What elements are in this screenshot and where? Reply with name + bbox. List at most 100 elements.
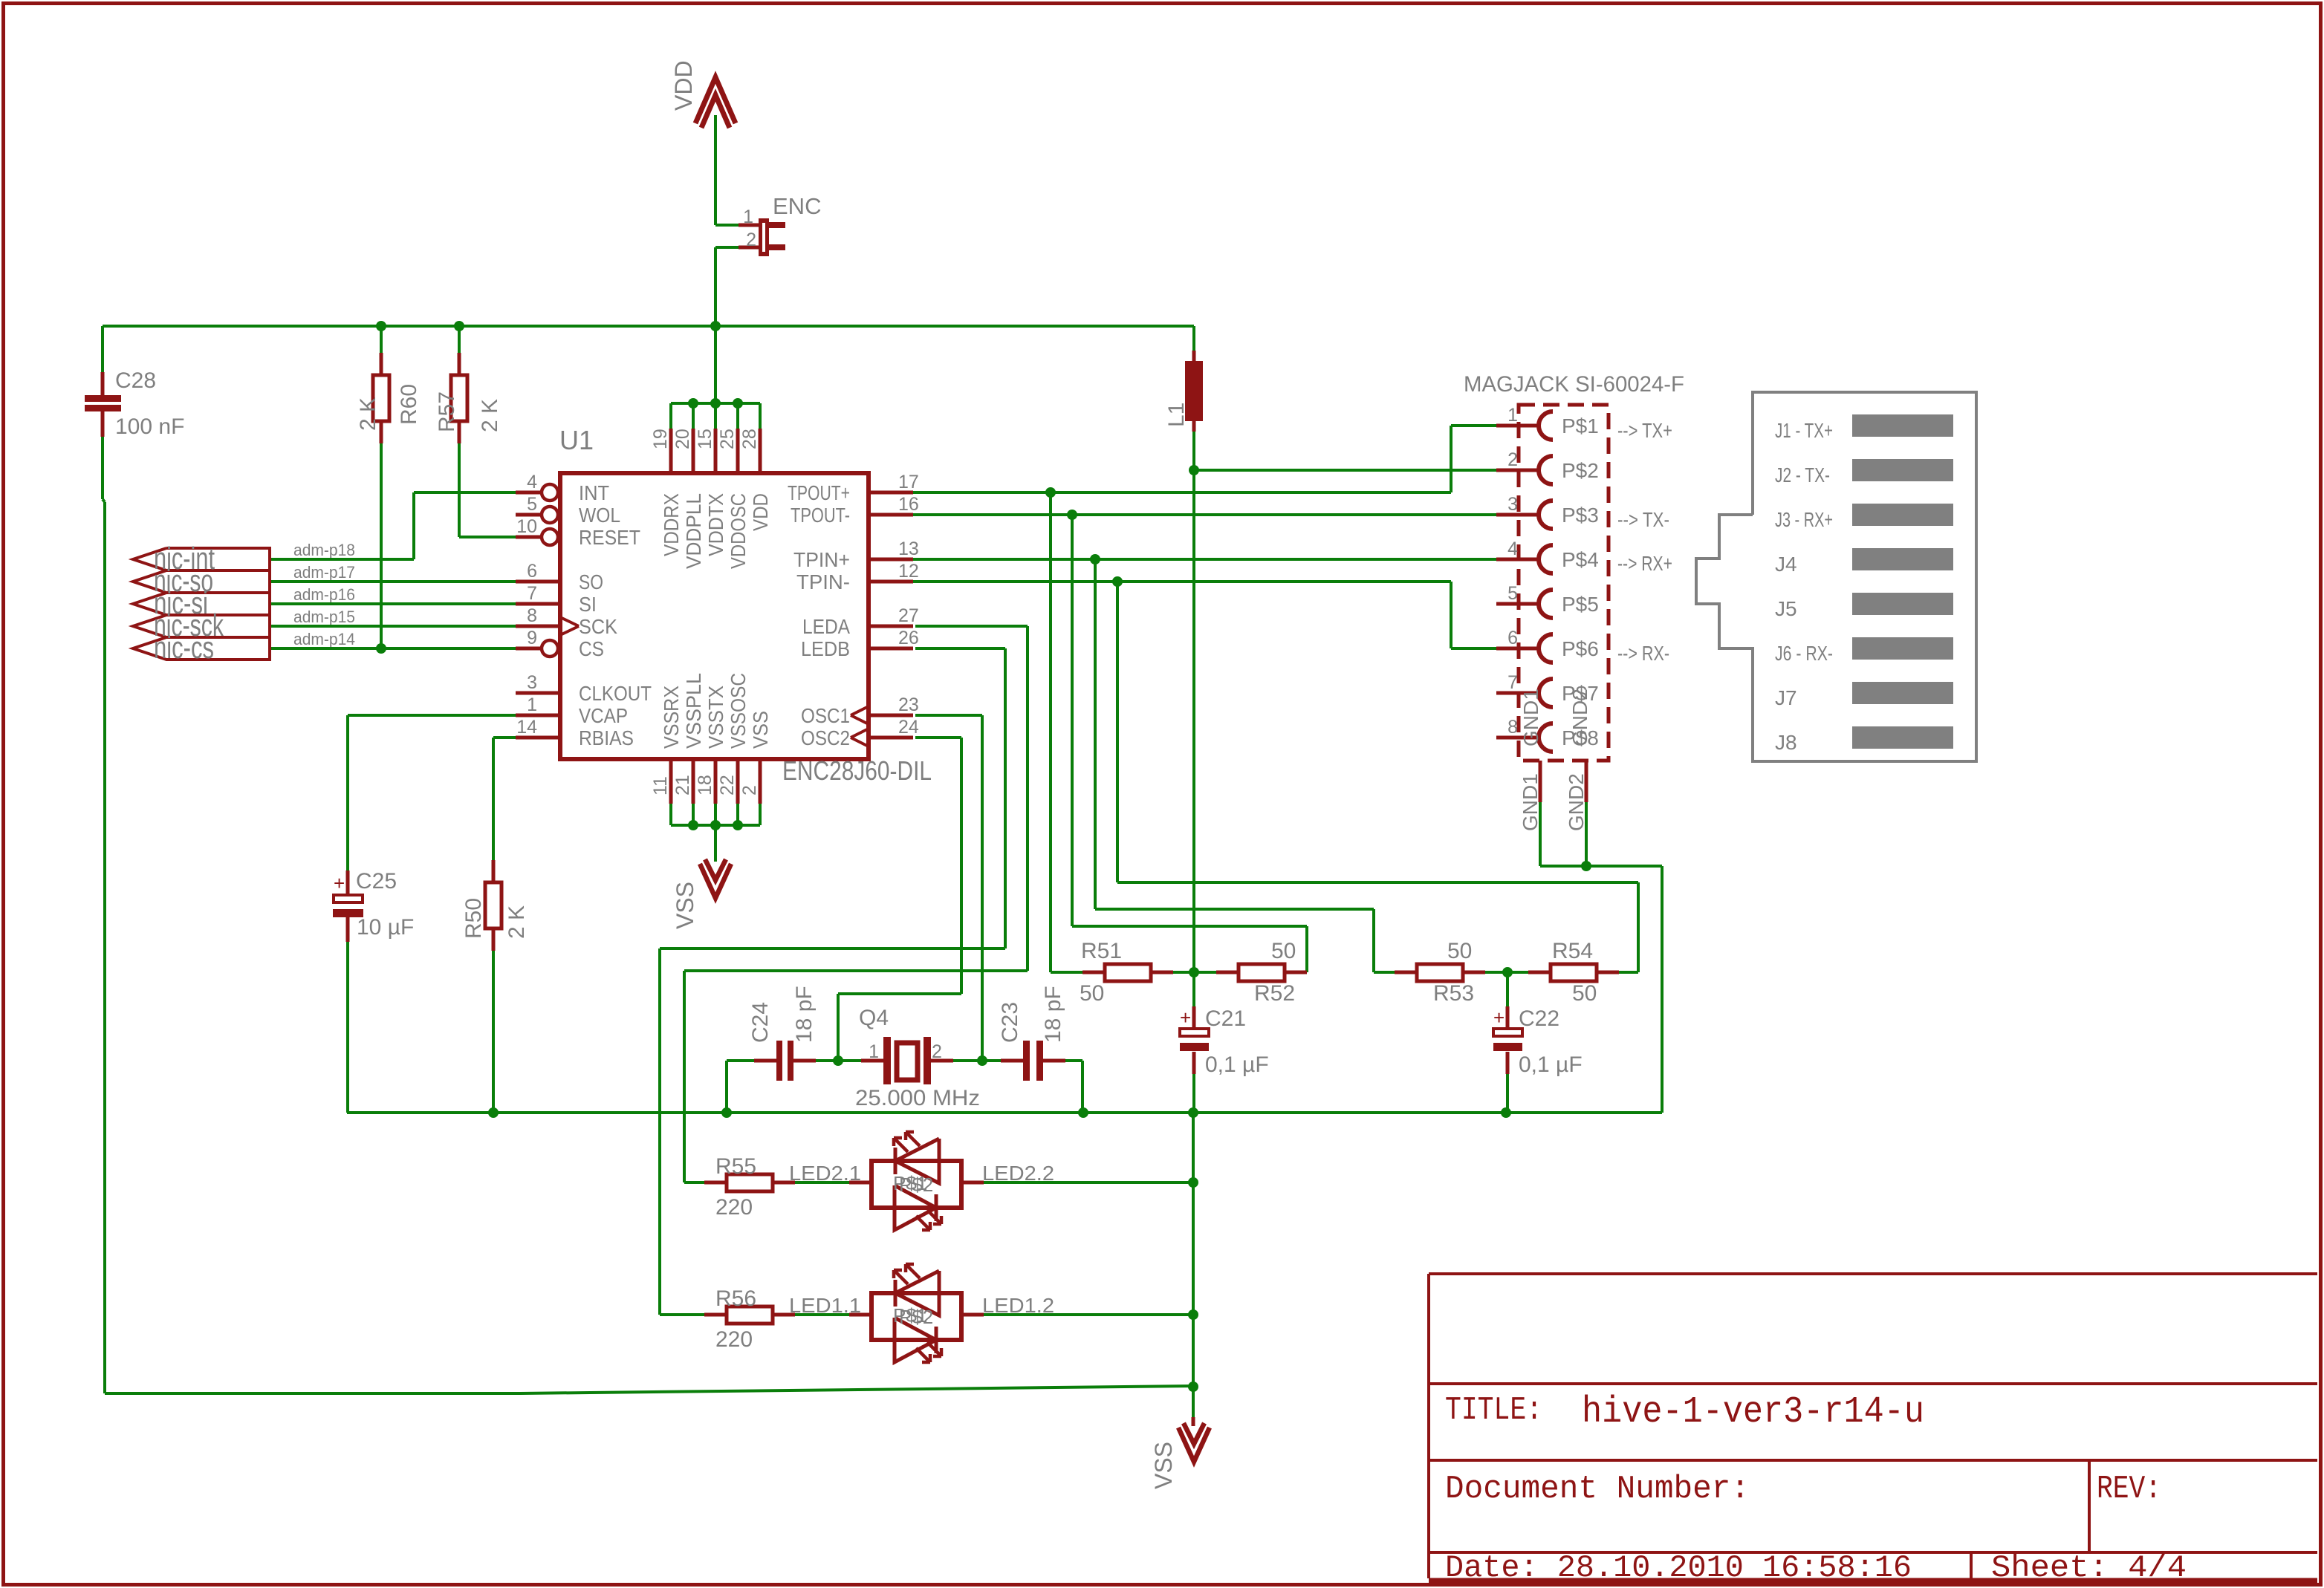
- svg-text:J7: J7: [1775, 686, 1797, 709]
- svg-text:2: 2: [932, 1041, 942, 1062]
- svg-text:VSS: VSS: [1150, 1442, 1177, 1489]
- svg-text:TITLE:: TITLE:: [1445, 1392, 1542, 1429]
- svg-text:12: 12: [898, 561, 919, 582]
- svg-text:10: 10: [516, 516, 537, 537]
- svg-text:Date: 28.10.2010 16:58:16: Date: 28.10.2010 16:58:16: [1445, 1550, 1912, 1586]
- svg-text:2 K: 2 K: [356, 397, 380, 431]
- svg-text:0,1 µF: 0,1 µF: [1205, 1052, 1269, 1077]
- svg-text:OSC1: OSC1: [801, 704, 850, 727]
- svg-text:24: 24: [898, 717, 919, 738]
- svg-text:LED2.2: LED2.2: [982, 1162, 1054, 1185]
- svg-text:P$5: P$5: [1562, 593, 1599, 616]
- svg-text:VSS: VSS: [749, 711, 772, 749]
- svg-text:nic-so: nic-so: [154, 563, 213, 598]
- svg-text:P$6: P$6: [1562, 637, 1599, 660]
- svg-text:ENC28J60-DIL: ENC28J60-DIL: [782, 755, 932, 786]
- svg-text:50: 50: [1080, 981, 1104, 1006]
- svg-text:VSSOSC: VSSOSC: [727, 673, 750, 749]
- svg-text:J8: J8: [1775, 731, 1797, 754]
- svg-text:GND1: GND1: [1519, 689, 1542, 746]
- svg-text:CLKOUT: CLKOUT: [579, 682, 652, 705]
- svg-text:GND2: GND2: [1565, 773, 1588, 831]
- svg-text:2 K: 2 K: [504, 905, 529, 939]
- svg-text:2: 2: [1507, 449, 1518, 470]
- svg-text:1: 1: [527, 694, 537, 715]
- svg-text:--> TX-: --> TX-: [1617, 508, 1669, 531]
- svg-text:18 pF: 18 pF: [1041, 986, 1065, 1043]
- svg-text:15: 15: [695, 429, 715, 449]
- svg-text:50: 50: [1447, 939, 1472, 963]
- svg-text:R60: R60: [397, 384, 421, 425]
- svg-text:4: 4: [527, 472, 537, 492]
- svg-text:ENC: ENC: [773, 193, 821, 219]
- svg-text:18 pF: 18 pF: [792, 986, 817, 1043]
- svg-text:R50: R50: [461, 898, 486, 939]
- svg-text:VDDOSC: VDDOSC: [727, 493, 750, 569]
- svg-text:SI: SI: [579, 593, 597, 616]
- svg-text:11: 11: [650, 776, 671, 795]
- svg-text:adm-p18: adm-p18: [293, 541, 355, 559]
- svg-text:Sheet: 4/4: Sheet: 4/4: [1991, 1550, 2187, 1586]
- svg-text:2: 2: [746, 230, 756, 250]
- svg-text:Q4: Q4: [859, 1006, 889, 1030]
- svg-text:P$4: P$4: [1562, 548, 1599, 571]
- svg-text:TPIN+: TPIN+: [793, 548, 850, 571]
- svg-text:LEDA: LEDA: [802, 615, 850, 638]
- svg-text:SO: SO: [579, 570, 603, 593]
- svg-text:VSS: VSS: [672, 882, 698, 929]
- svg-text:WOL: WOL: [579, 504, 620, 527]
- svg-text:16: 16: [898, 494, 919, 515]
- svg-text:GND2: GND2: [1568, 689, 1591, 746]
- svg-text:P$2: P$2: [899, 1306, 933, 1328]
- svg-text:adm-p16: adm-p16: [293, 585, 355, 604]
- svg-text:7: 7: [527, 583, 537, 604]
- svg-text:C24: C24: [748, 1002, 773, 1043]
- svg-text:6: 6: [1507, 628, 1518, 648]
- svg-text:U1: U1: [559, 425, 594, 455]
- svg-text:P$1: P$1: [1562, 414, 1599, 437]
- svg-text:--> RX+: --> RX+: [1617, 552, 1672, 575]
- svg-text:22: 22: [717, 775, 738, 795]
- svg-text:P$3: P$3: [1562, 504, 1599, 527]
- svg-text:R52: R52: [1254, 981, 1295, 1006]
- svg-text:RBIAS: RBIAS: [579, 726, 634, 749]
- svg-text:R54: R54: [1552, 939, 1593, 963]
- svg-text:27: 27: [898, 605, 919, 626]
- svg-text:adm-p14: adm-p14: [293, 630, 355, 648]
- svg-text:adm-p15: adm-p15: [293, 608, 355, 626]
- svg-text:3: 3: [527, 672, 537, 693]
- svg-text:P$8: P$8: [1562, 726, 1599, 749]
- svg-text:J4: J4: [1775, 553, 1797, 576]
- svg-text:8: 8: [1507, 717, 1518, 738]
- svg-text:P$7: P$7: [1562, 682, 1599, 705]
- svg-text:R53: R53: [1433, 981, 1474, 1006]
- svg-text:220: 220: [715, 1195, 753, 1220]
- svg-text:23: 23: [898, 694, 919, 715]
- svg-text:adm-p17: adm-p17: [293, 563, 355, 582]
- svg-text:1: 1: [743, 206, 753, 227]
- svg-text:100 nF: 100 nF: [115, 414, 184, 439]
- svg-text:J2 - TX-: J2 - TX-: [1775, 463, 1830, 487]
- svg-text:R51: R51: [1081, 939, 1122, 963]
- svg-text:1: 1: [1507, 405, 1518, 426]
- svg-text:hive-1-ver3-r14-u: hive-1-ver3-r14-u: [1582, 1391, 1924, 1434]
- svg-text:LED2.1: LED2.1: [789, 1162, 861, 1185]
- svg-text:2 K: 2 K: [478, 399, 502, 432]
- svg-text:P$2: P$2: [1562, 459, 1599, 482]
- svg-text:0,1 µF: 0,1 µF: [1519, 1052, 1583, 1077]
- svg-text:C23: C23: [998, 1002, 1022, 1043]
- svg-text:INT: INT: [579, 481, 609, 504]
- svg-text:VDDRX: VDDRX: [660, 493, 683, 556]
- svg-text:MAGJACK SI-60024-F: MAGJACK SI-60024-F: [1464, 372, 1684, 397]
- svg-text:21: 21: [672, 775, 693, 795]
- svg-text:50: 50: [1271, 939, 1296, 963]
- svg-text:17: 17: [898, 472, 919, 492]
- svg-text:R55: R55: [715, 1154, 756, 1179]
- svg-text:CS: CS: [579, 637, 604, 660]
- svg-text:TPOUT-: TPOUT-: [791, 504, 850, 527]
- svg-text:+: +: [1493, 1006, 1505, 1029]
- svg-text:C25: C25: [356, 869, 397, 894]
- svg-text:R56: R56: [715, 1286, 756, 1311]
- svg-text:VDDPLL: VDDPLL: [682, 493, 705, 569]
- svg-text:5: 5: [1507, 583, 1518, 604]
